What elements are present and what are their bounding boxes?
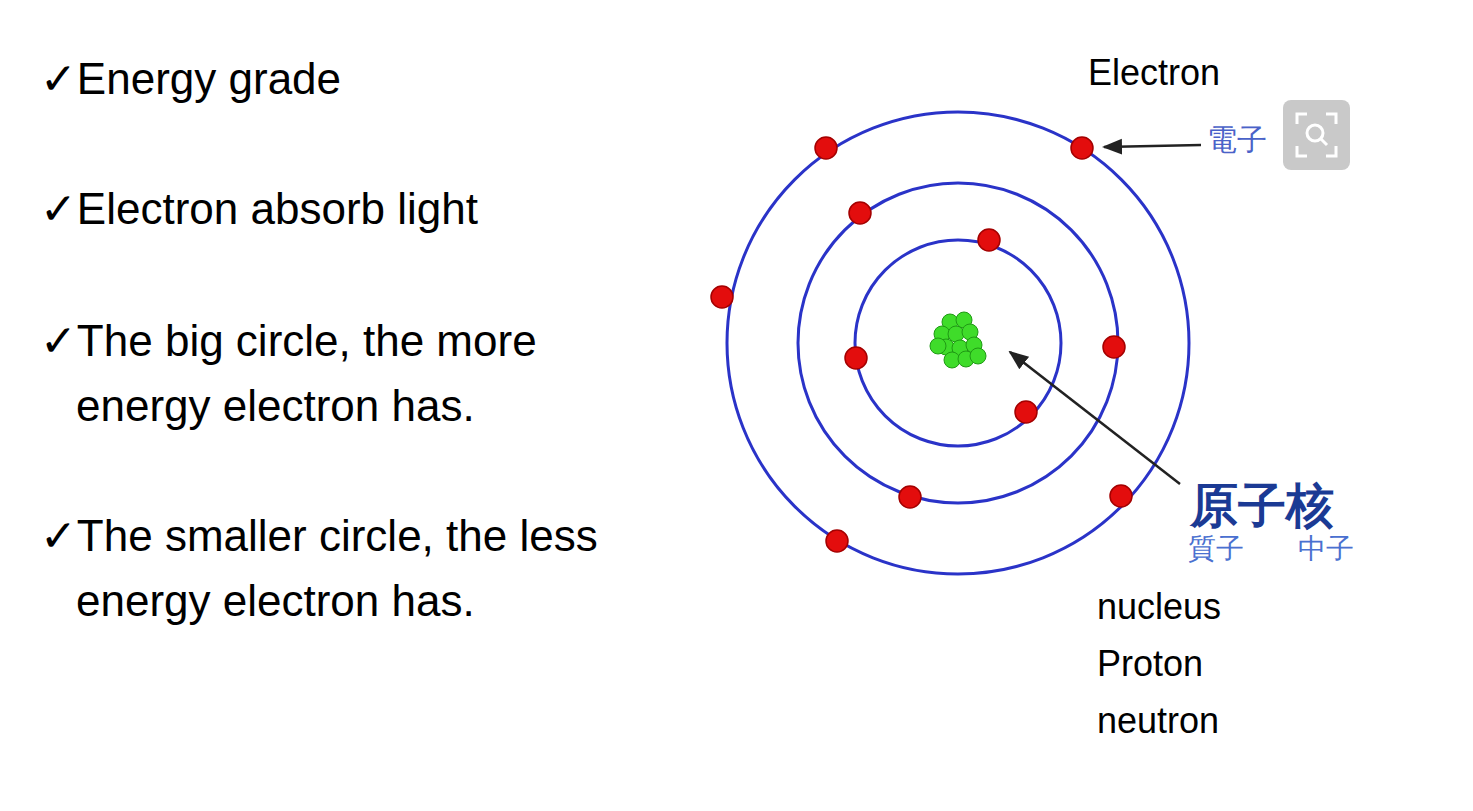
electron-dot bbox=[711, 286, 733, 308]
bullet-point: ✓Electron absorb light bbox=[40, 176, 676, 241]
electron-label: Electron bbox=[1088, 50, 1220, 96]
electron-dot bbox=[826, 530, 848, 552]
electron-leader bbox=[1104, 145, 1201, 147]
inner-orbit bbox=[855, 240, 1061, 446]
orbit-rings bbox=[727, 112, 1189, 574]
electron-dot bbox=[1015, 401, 1037, 423]
electron-dot bbox=[1103, 336, 1125, 358]
nucleus-leader bbox=[1010, 352, 1180, 484]
electron-dot bbox=[815, 137, 837, 159]
nucleon bbox=[970, 348, 986, 364]
electron-dot bbox=[978, 229, 1000, 251]
bullet-point: ✓The big circle, the more energy electro… bbox=[40, 308, 676, 438]
bullet-point: ✓Energy grade bbox=[40, 46, 676, 111]
electron-dot bbox=[1071, 137, 1093, 159]
nucleon bbox=[948, 326, 964, 342]
nucleus-cluster bbox=[930, 312, 986, 368]
electron-label-chinese: 電子 bbox=[1207, 122, 1267, 158]
electron-dot bbox=[899, 486, 921, 508]
electron-dot bbox=[845, 347, 867, 369]
nucleon bbox=[930, 338, 946, 354]
outer-orbit bbox=[727, 112, 1189, 574]
search-icon bbox=[1283, 100, 1350, 170]
neutron-label-chinese: 中子 bbox=[1298, 532, 1354, 566]
neutron-label: neutron bbox=[1097, 698, 1219, 744]
electrons bbox=[711, 137, 1132, 552]
electron-dot bbox=[849, 202, 871, 224]
bullet-point: ✓The smaller circle, the less energy ele… bbox=[40, 503, 676, 633]
nucleus-label-chinese: 原子核 bbox=[1190, 477, 1334, 533]
proton-label-chinese: 質子 bbox=[1188, 532, 1244, 566]
middle-orbit bbox=[798, 183, 1118, 503]
nucleus-label: nucleus bbox=[1097, 584, 1221, 630]
electron-dot bbox=[1110, 485, 1132, 507]
proton-label: Proton bbox=[1097, 641, 1203, 687]
